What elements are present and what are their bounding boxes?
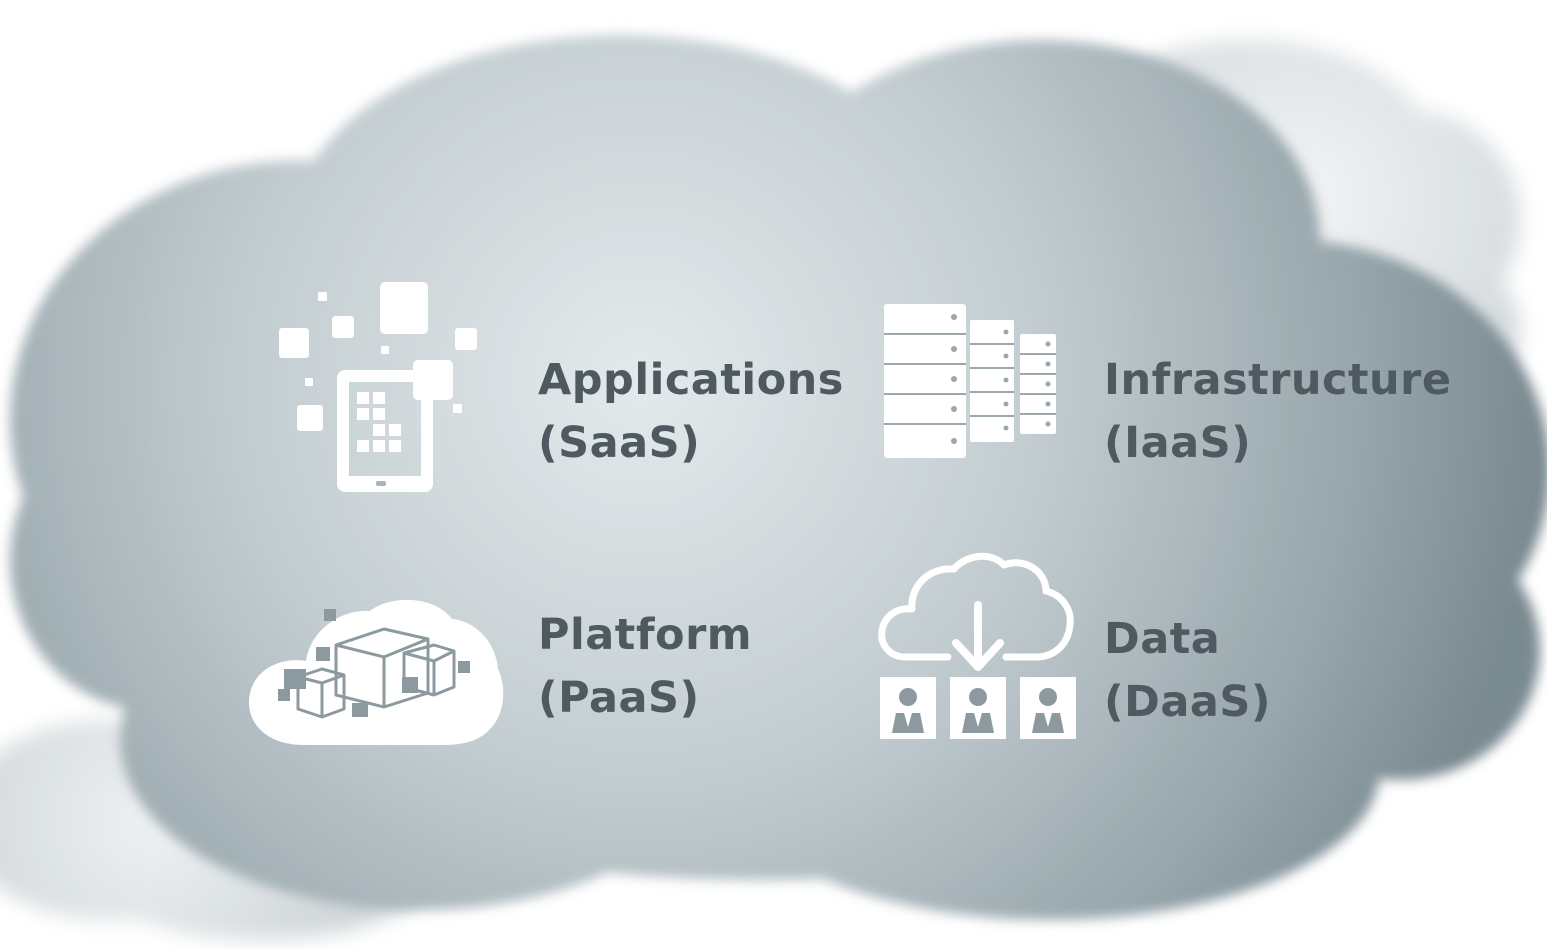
applications-subtitle: (SaaS): [538, 418, 701, 468]
data-subtitle: (DaaS): [1104, 677, 1272, 727]
cloud-boxes-icon: [248, 599, 504, 745]
label-applications: Applications (SaaS): [538, 349, 844, 475]
applications-title: Applications: [538, 355, 844, 405]
server-stack-icon: [884, 304, 1056, 458]
tablet-apps-icon: [279, 282, 477, 492]
infrastructure-subtitle: (IaaS): [1104, 418, 1252, 468]
infrastructure-title: Infrastructure: [1104, 355, 1452, 405]
label-data: Data (DaaS): [1104, 608, 1271, 734]
data-title: Data: [1104, 614, 1221, 664]
cloud-download-users-icon: [878, 552, 1076, 739]
platform-subtitle: (PaaS): [538, 673, 700, 723]
label-platform: Platform (PaaS): [538, 604, 752, 730]
platform-title: Platform: [538, 610, 753, 660]
label-infrastructure: Infrastructure (IaaS): [1104, 349, 1452, 475]
